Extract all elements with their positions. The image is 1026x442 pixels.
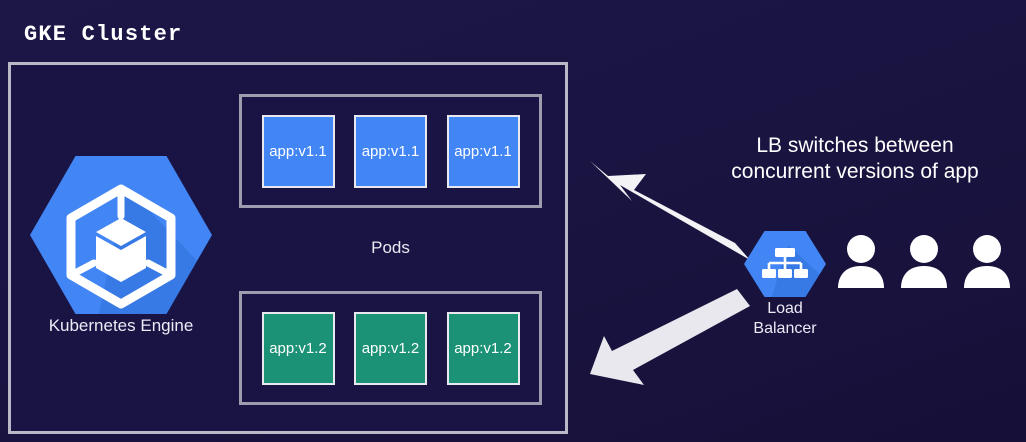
pod-app-v1-1[interactable]: app:v1.1 [261,114,335,188]
kubernetes-engine-hexagon-icon [30,156,212,314]
kubernetes-engine-node: Kubernetes Engine [30,156,212,346]
load-balancer-hexagon-icon [744,231,826,297]
pod-app-v1-2[interactable]: app:v1.2 [354,311,427,385]
pod-app-v1-1[interactable]: app:v1.1 [446,114,520,188]
pod-row: app:v1.2 app:v1.2 app:v1.2 [242,294,539,402]
user-icon [901,235,947,288]
pods-label: Pods [371,238,410,257]
user-icon [964,235,1010,288]
lb-caption-line2: concurrent versions of app [731,160,979,184]
pod-app-v1-2[interactable]: app:v1.2 [446,311,520,385]
load-balancer-hexagon [744,231,826,297]
kubernetes-engine-label: Kubernetes Engine [48,316,194,335]
load-balancer-label: Load Balancer [730,299,840,338]
user-icon [838,235,884,288]
users-group [836,232,1012,288]
kubernetes-engine-hexagon [30,156,212,314]
pod-group-v1-2: app:v1.2 app:v1.2 app:v1.2 [239,291,542,405]
lb-to-v1-2-arrow [590,289,750,385]
page-title: GKE Cluster [24,22,183,47]
pod-group-v1-1: app:v1.1 app:v1.1 app:v1.1 [239,94,542,208]
lb-caption-line1: LB switches between [756,134,954,157]
load-balancer-label-line2: Balancer [753,319,817,337]
load-balancer-node: Load Balancer [744,231,826,343]
load-balancer-label-line1: Load [767,300,803,317]
lb-caption: LB switches between concurrent versions … [690,133,1020,186]
pod-app-v1-1[interactable]: app:v1.1 [354,114,427,188]
pod-app-v1-2[interactable]: app:v1.2 [261,311,335,385]
pod-row: app:v1.1 app:v1.1 app:v1.1 [242,97,539,205]
